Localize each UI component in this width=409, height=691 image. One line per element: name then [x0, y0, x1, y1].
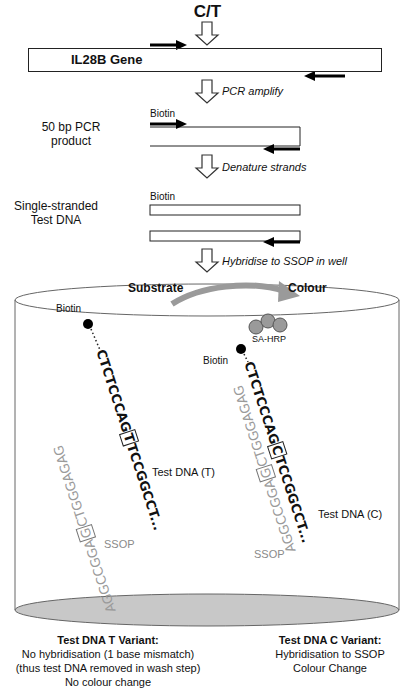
product-strands [150, 127, 300, 146]
result-text: No colour change [0, 676, 218, 689]
well-rim [15, 284, 399, 316]
probe-label: SSOP [254, 548, 285, 561]
arrow-head [263, 237, 274, 247]
result-text: (thus test DNA removed in wash step) [0, 662, 218, 675]
stage-label: 50 bp PCR product [30, 120, 112, 149]
result-title: Test DNA T Variant: [0, 634, 218, 647]
arrow-head [176, 119, 187, 129]
strand-label: Test DNA (T) [152, 466, 215, 479]
biotin-label: Biotin [150, 191, 175, 203]
well-wall [15, 300, 16, 610]
step-label: Denature strands [222, 161, 306, 174]
test-dna-sequence: CTCTCCCAGTTCCGGCCT... [91, 347, 167, 532]
enzyme-circle [273, 318, 287, 332]
hollow-arrow [196, 155, 218, 178]
probe-sequence: AGGCCGGAGCTGGGAGAG [49, 443, 120, 615]
well-bottom [15, 594, 399, 626]
well [15, 284, 399, 626]
biotin-dot [83, 319, 93, 329]
colour-label: Colour [288, 281, 327, 295]
single-strands [150, 205, 300, 247]
hollow-arrow [196, 80, 218, 103]
sequence-part: TCCGGCCT... [124, 442, 166, 532]
result-text: Colour Change [245, 662, 409, 675]
sequence-part: CTGGGAGAG [50, 444, 90, 529]
biotin-label: Biotin [56, 303, 81, 315]
strand-label: Test DNA (C) [318, 508, 382, 521]
hollow-arrow [196, 249, 218, 272]
step-label: PCR amplify [222, 85, 283, 98]
result-title: Test DNA C Variant: [245, 634, 409, 647]
sequence-part: CTCTCCCAG [93, 348, 134, 435]
substrate-label: Substrate [128, 281, 183, 295]
primers [150, 40, 345, 81]
hollow-arrow [196, 22, 218, 45]
result-text: Hybridisation to SSOP [245, 648, 409, 661]
forward-primer [150, 44, 178, 47]
box-title: IL28B Gene [29, 49, 381, 71]
gene-box: IL28B Gene [28, 48, 382, 72]
dotted-leader [244, 354, 248, 362]
reaction [83, 281, 300, 362]
strand [150, 231, 300, 241]
biotin-label: Biotin [203, 355, 228, 367]
stage-label: Single-stranded Test DNA [4, 199, 108, 228]
substrate-arrow [172, 285, 284, 304]
probe-label: SSOP [104, 538, 135, 551]
variant-label: C/T [185, 2, 230, 22]
strand [150, 205, 300, 215]
reverse-primer [313, 75, 345, 78]
reverse-primer [272, 241, 300, 244]
dotted-leader [91, 329, 100, 350]
result-text: No hybridisation (1 base mismatch) [0, 648, 218, 661]
biotin-dot [236, 344, 246, 354]
arrow-head [304, 71, 315, 81]
enzyme-label: SA-HRP [252, 334, 286, 345]
forward-primer [150, 123, 178, 126]
reverse-primer [272, 148, 300, 151]
biotin-label: Biotin [150, 108, 175, 120]
step-label: Hybridise to SSOP in well [222, 255, 347, 268]
arrow-head [263, 144, 274, 154]
pcr-product [150, 119, 300, 154]
well-wall [399, 300, 400, 610]
